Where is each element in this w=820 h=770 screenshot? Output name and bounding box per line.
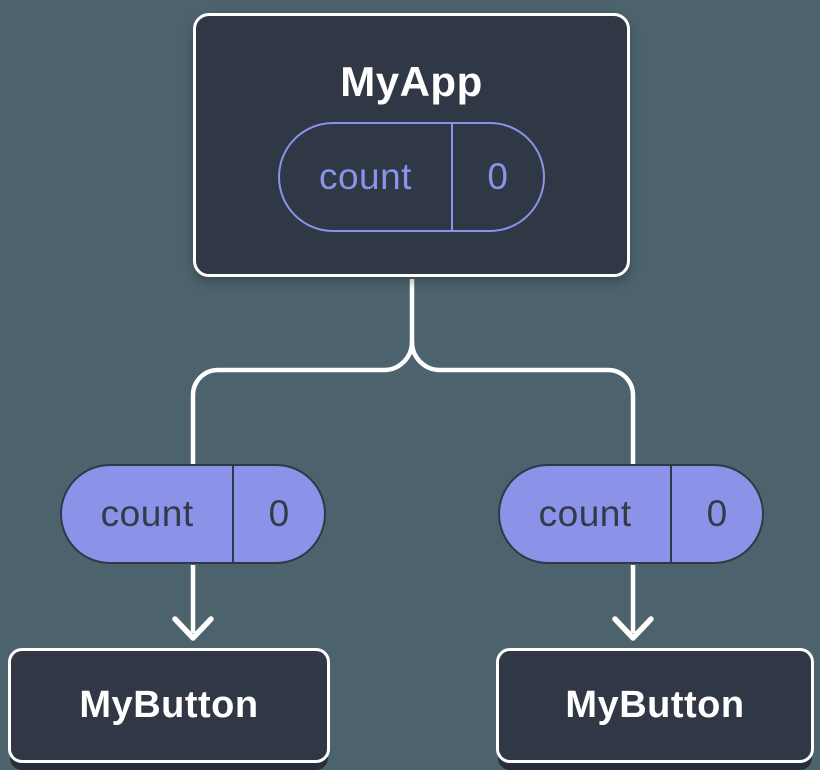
right-prop-pill: count 0	[498, 464, 764, 564]
node-mybutton-label: MyButton	[79, 684, 259, 726]
prop-name: count	[280, 124, 453, 230]
node-mybutton-left: MyButton	[8, 648, 330, 763]
myapp-prop-pill: count 0	[278, 122, 545, 232]
prop-value: 0	[706, 493, 728, 534]
node-myapp: MyApp count 0	[193, 13, 630, 277]
prop-name: count	[500, 466, 673, 562]
left-prop-pill: count 0	[60, 464, 326, 564]
node-mybutton-label: MyButton	[565, 684, 745, 726]
prop-value: 0	[268, 493, 290, 534]
right-arrowhead-icon	[612, 616, 654, 641]
connector-right-branch	[409, 341, 636, 465]
node-myapp-label: MyApp	[340, 58, 483, 105]
left-arrowhead-icon	[172, 616, 214, 641]
prop-value: 0	[487, 156, 509, 197]
node-mybutton-right: MyButton	[496, 648, 814, 763]
connector-left-branch	[190, 341, 415, 465]
prop-name: count	[62, 466, 235, 562]
